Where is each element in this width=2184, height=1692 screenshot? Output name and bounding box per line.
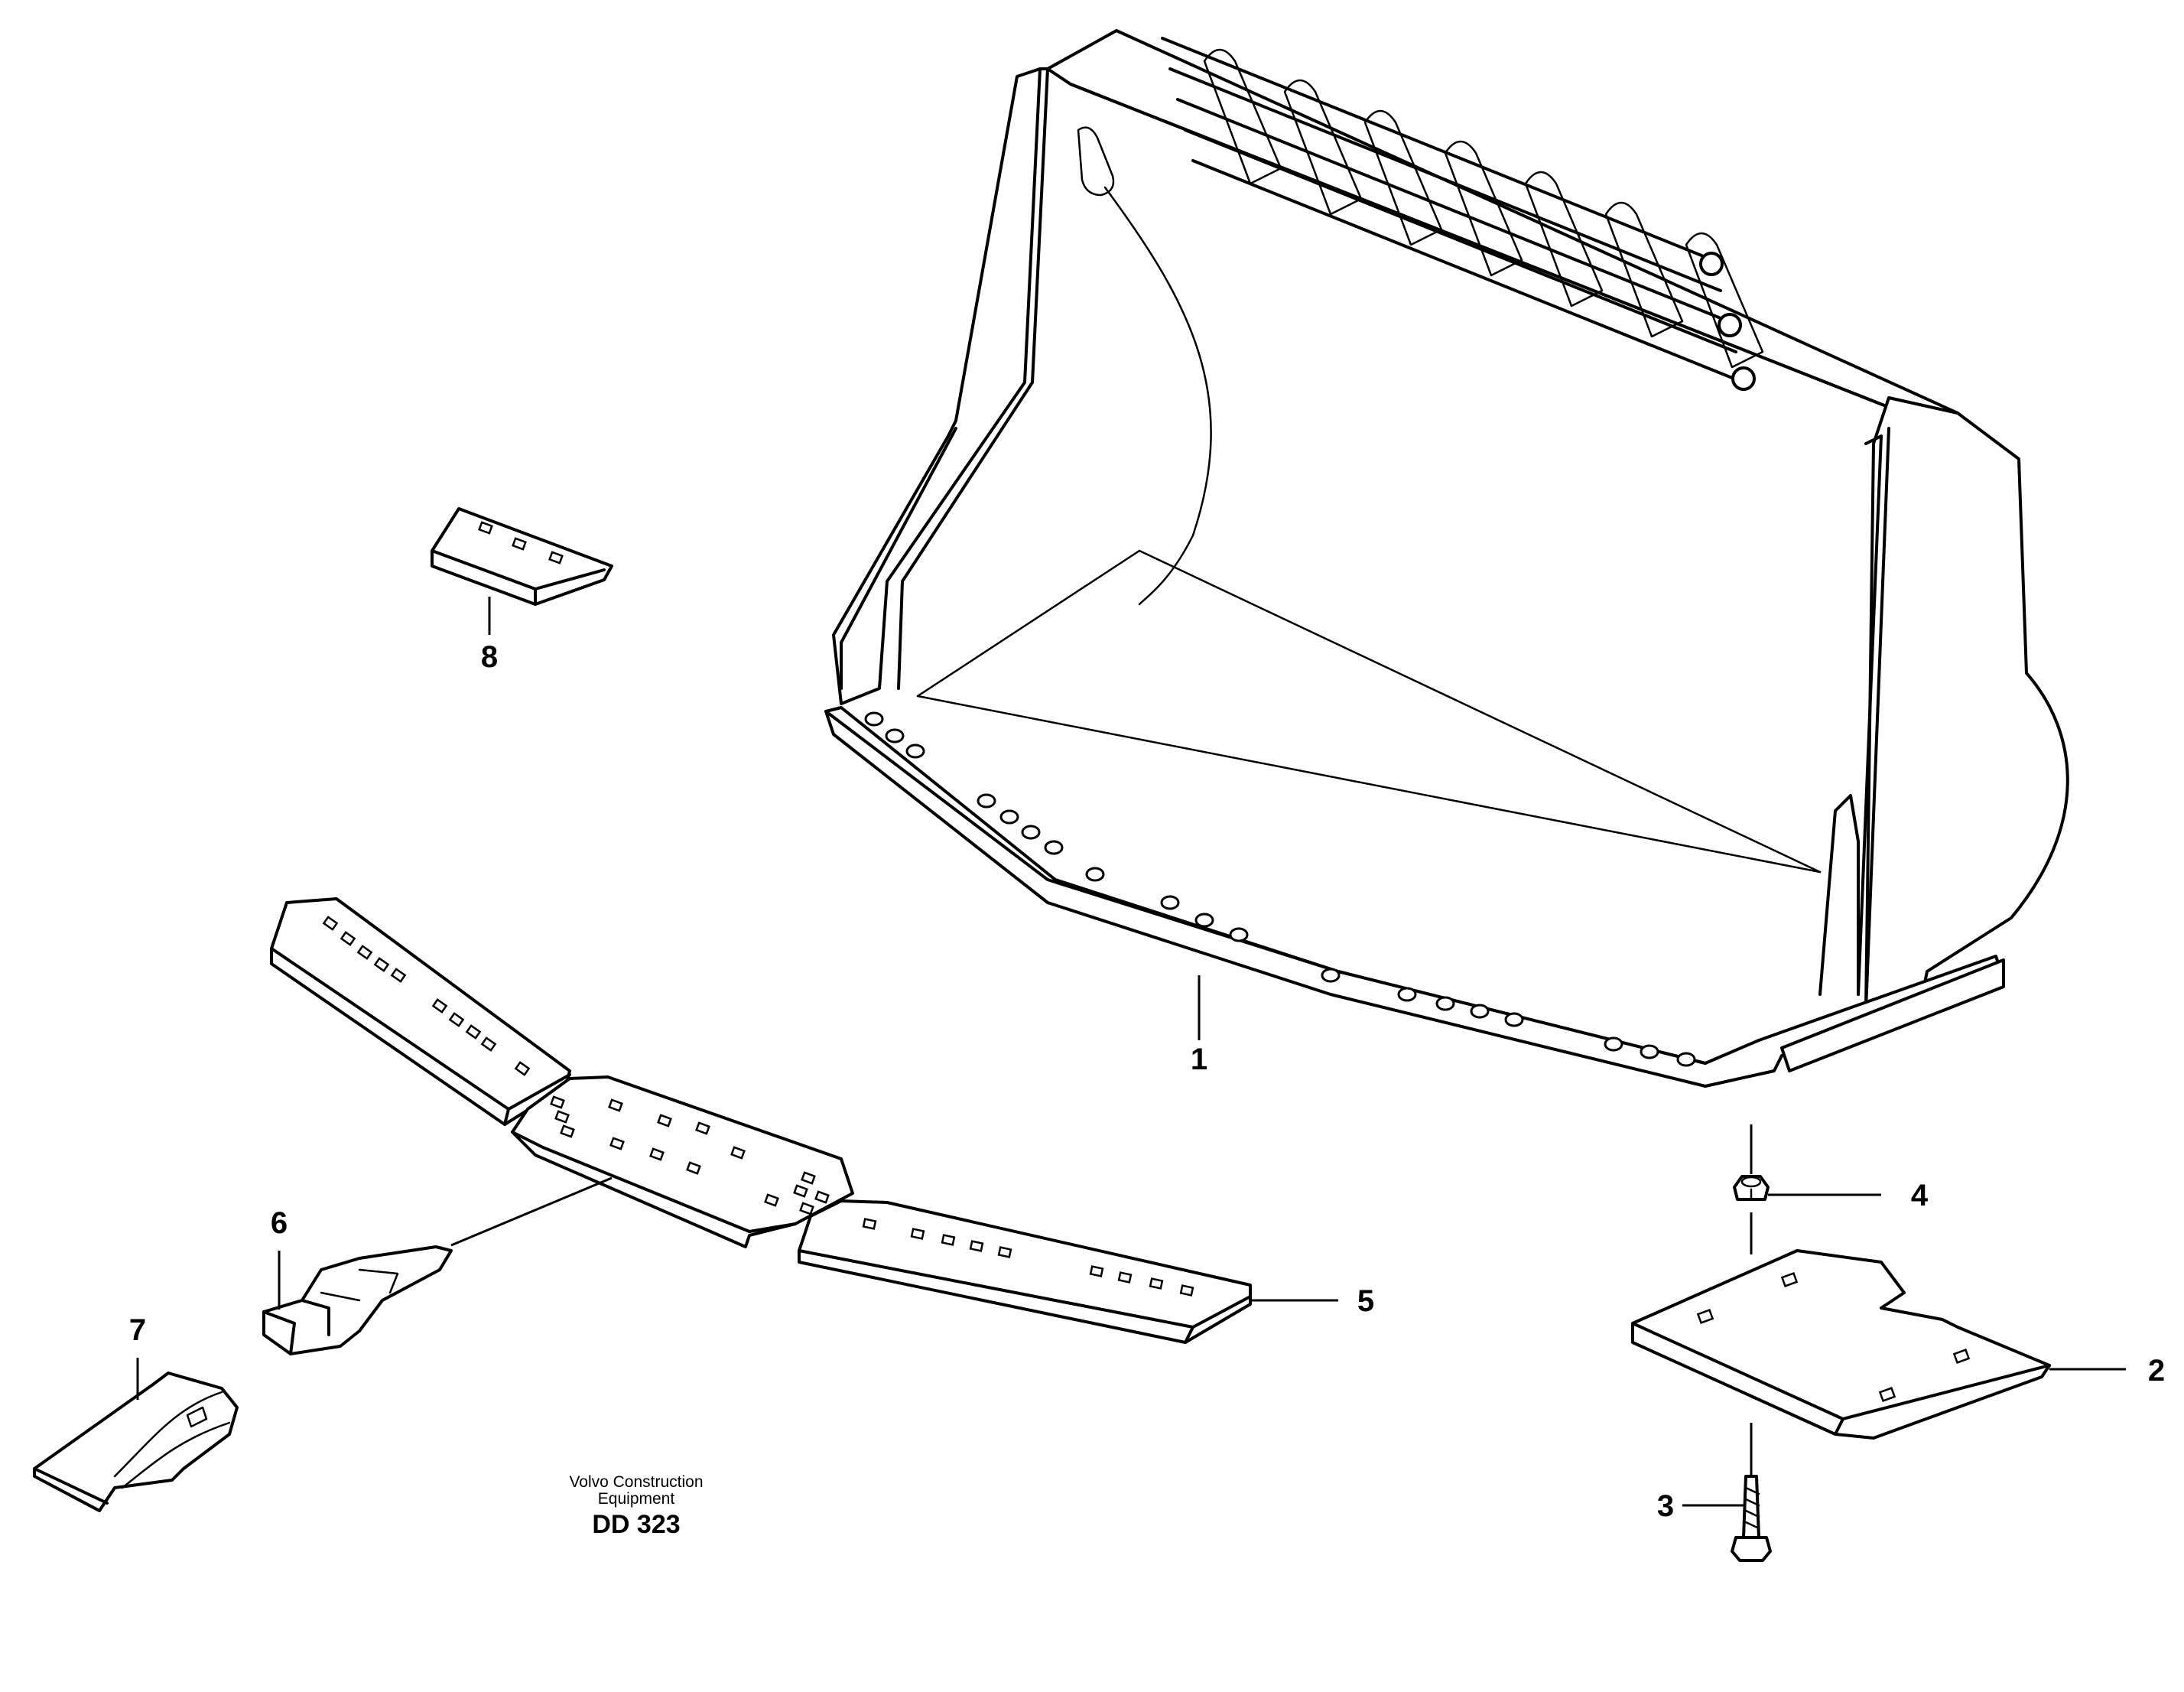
callout-6: 6 bbox=[271, 1206, 288, 1240]
bucket-icon[interactable] bbox=[824, 29, 2069, 1088]
lifting-eye bbox=[1077, 126, 1115, 197]
callout-8: 8 bbox=[481, 640, 498, 674]
nut-icon[interactable] bbox=[1733, 1175, 1770, 1201]
callout-3: 3 bbox=[1657, 1489, 1674, 1523]
leader-lines bbox=[136, 597, 2126, 1507]
stamp-line-2: Equipment bbox=[598, 1490, 675, 1508]
callout-2: 2 bbox=[2148, 1354, 2165, 1388]
drawing-code: DD 323 bbox=[592, 1510, 680, 1539]
spill-guard-brackets bbox=[1203, 48, 1764, 369]
wear-plate-icon[interactable] bbox=[1631, 1249, 2051, 1440]
callout-4: 4 bbox=[1911, 1179, 1929, 1212]
callout-1: 1 bbox=[1191, 1043, 1207, 1076]
stamp-line-1: Volvo Construction bbox=[569, 1473, 703, 1491]
cutting-edge-segment-icon[interactable] bbox=[270, 897, 1252, 1344]
edge-segment-icon[interactable] bbox=[431, 507, 613, 606]
edge-bolt-holes bbox=[864, 711, 1696, 1067]
callout-7: 7 bbox=[129, 1313, 146, 1347]
publisher-stamp: Volvo Construction Equipment DD 323 bbox=[569, 1473, 703, 1539]
callout-5: 5 bbox=[1357, 1284, 1374, 1318]
callout-labels: 1 2 3 4 5 6 7 8 bbox=[129, 640, 2165, 1523]
spill-guard-bars bbox=[1161, 37, 1756, 391]
tooth-tip-icon[interactable] bbox=[33, 1371, 239, 1512]
bolt-icon[interactable] bbox=[1731, 1475, 1772, 1562]
tooth-adapter-icon[interactable] bbox=[262, 1245, 453, 1355]
